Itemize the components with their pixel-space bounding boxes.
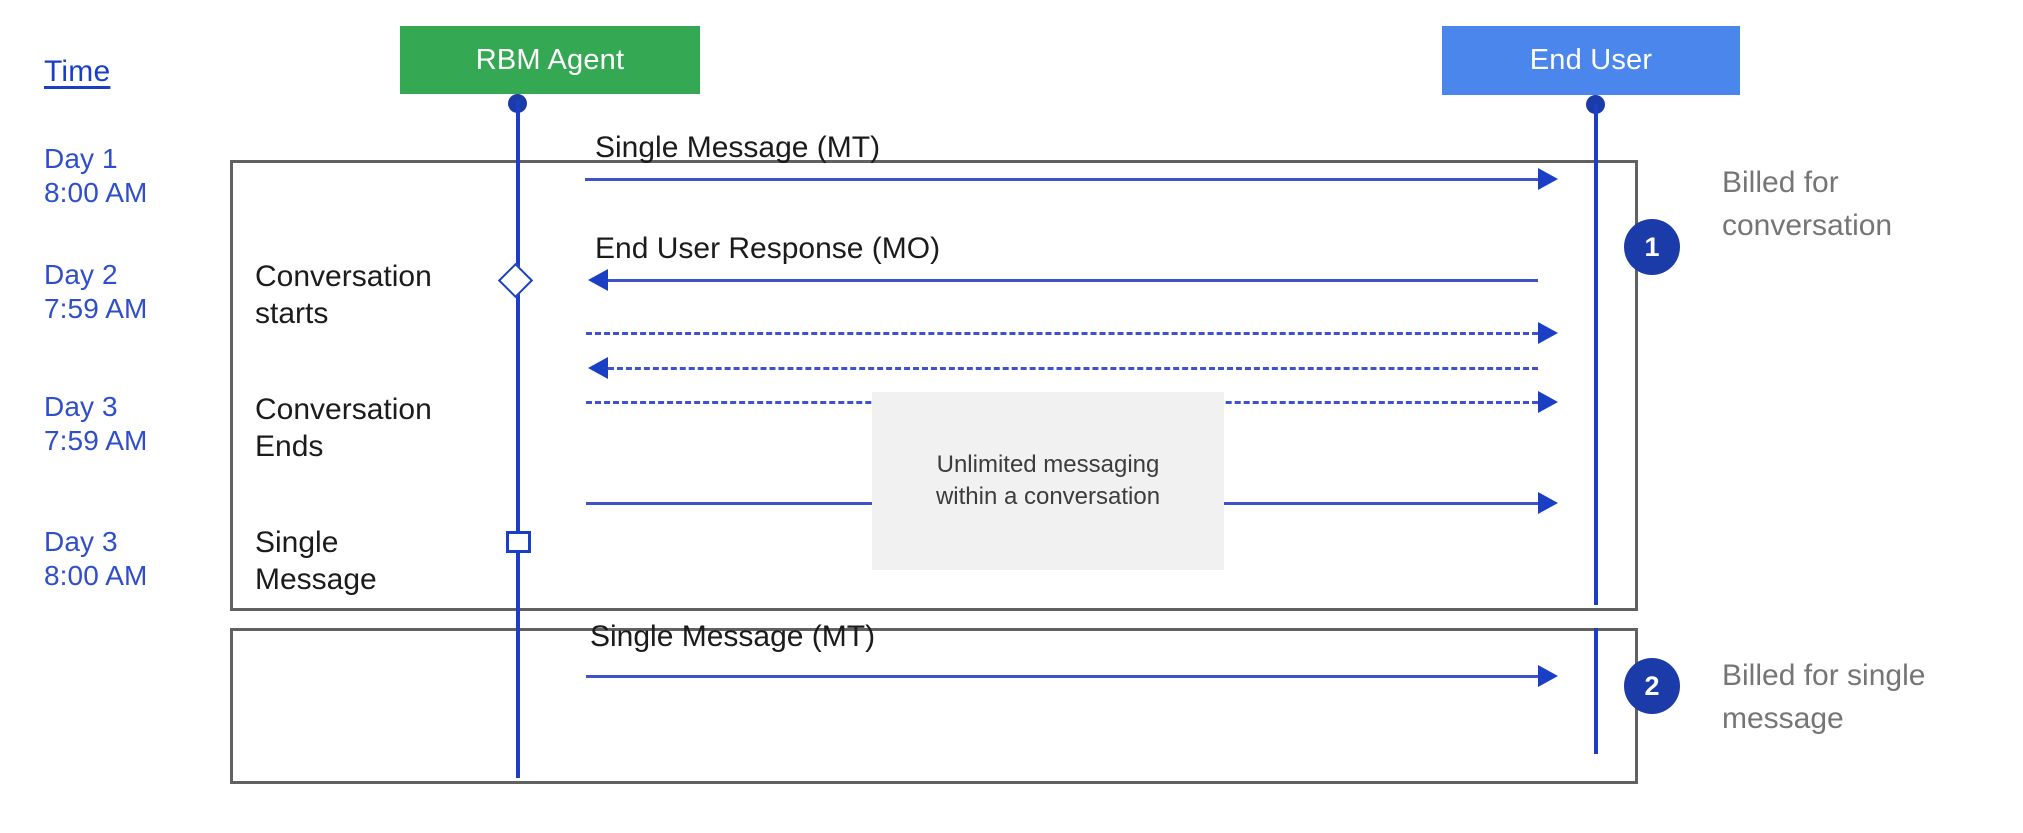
actor-label-rbm-agent: RBM Agent [475, 43, 625, 76]
single-message-group-rect [230, 628, 1638, 784]
lifeline-end-user [1594, 104, 1598, 605]
phase-label-conversation-starts: Conversation starts [255, 260, 432, 330]
arrowhead-right-unlimited-mt-1 [1538, 322, 1558, 344]
note-unlimited-messaging-text: Unlimited messaging within a conversatio… [935, 450, 1161, 510]
message-arrow-unlimited-mo-1 [608, 367, 1538, 370]
message-arrow-end-user-response-mo [608, 279, 1538, 282]
message-label-single-message-mt-bottom: Single Message (MT) [590, 620, 876, 653]
time-label-day3-759am: Day 3 7:59 AM [44, 391, 148, 457]
billing-badge-1-number: 1 [1644, 231, 1660, 262]
lifeline-end-user-segment-2 [1594, 628, 1598, 754]
lifeline-rbm-agent-segment-2 [516, 562, 520, 778]
billing-badge-1[interactable]: 1 [1624, 219, 1680, 275]
lifeline-rbm-agent [516, 100, 520, 562]
note-unlimited-messaging: Unlimited messaging within a conversatio… [872, 392, 1224, 570]
message-arrow-single-message-mt-top [585, 178, 1538, 181]
conversation-end-square-marker [506, 531, 531, 553]
arrowhead-left-end-user-response-mo [588, 269, 608, 291]
phase-label-single-message: Single Message [255, 526, 377, 596]
arrowhead-right-single-message-mt-bottom [1538, 665, 1558, 687]
arrowhead-right-single-message-mt-top [1538, 168, 1558, 190]
time-label-day2-759am: Day 2 7:59 AM [44, 259, 148, 325]
arrowhead-right-last-mt-in-conversation [1538, 492, 1558, 514]
actor-label-end-user: End User [1529, 44, 1653, 76]
actor-box-end-user[interactable]: End User [1442, 26, 1740, 95]
message-arrow-unlimited-mt-1 [586, 332, 1538, 335]
arrowhead-right-unlimited-mt-2 [1538, 391, 1558, 413]
billing-badge-2-number: 2 [1644, 670, 1660, 701]
phase-label-conversation-ends: Conversation Ends [255, 393, 432, 463]
time-label-day3-8am: Day 3 8:00 AM [44, 526, 148, 592]
billing-caption-2: Billed for single message [1722, 659, 1926, 735]
conversation-group-rect [230, 160, 1638, 611]
time-column-header: Time [44, 55, 111, 88]
billing-badge-2[interactable]: 2 [1624, 658, 1680, 714]
message-label-end-user-response-mo: End User Response (MO) [595, 232, 941, 265]
actor-box-rbm-agent[interactable]: RBM Agent [400, 26, 700, 94]
message-label-single-message-mt-top: Single Message (MT) [595, 131, 881, 164]
arrowhead-left-unlimited-mo-1 [588, 357, 608, 379]
message-arrow-single-message-mt-bottom [586, 675, 1538, 678]
billing-caption-1: Billed for conversation [1722, 166, 1893, 242]
time-label-day1-8am: Day 1 8:00 AM [44, 143, 148, 209]
